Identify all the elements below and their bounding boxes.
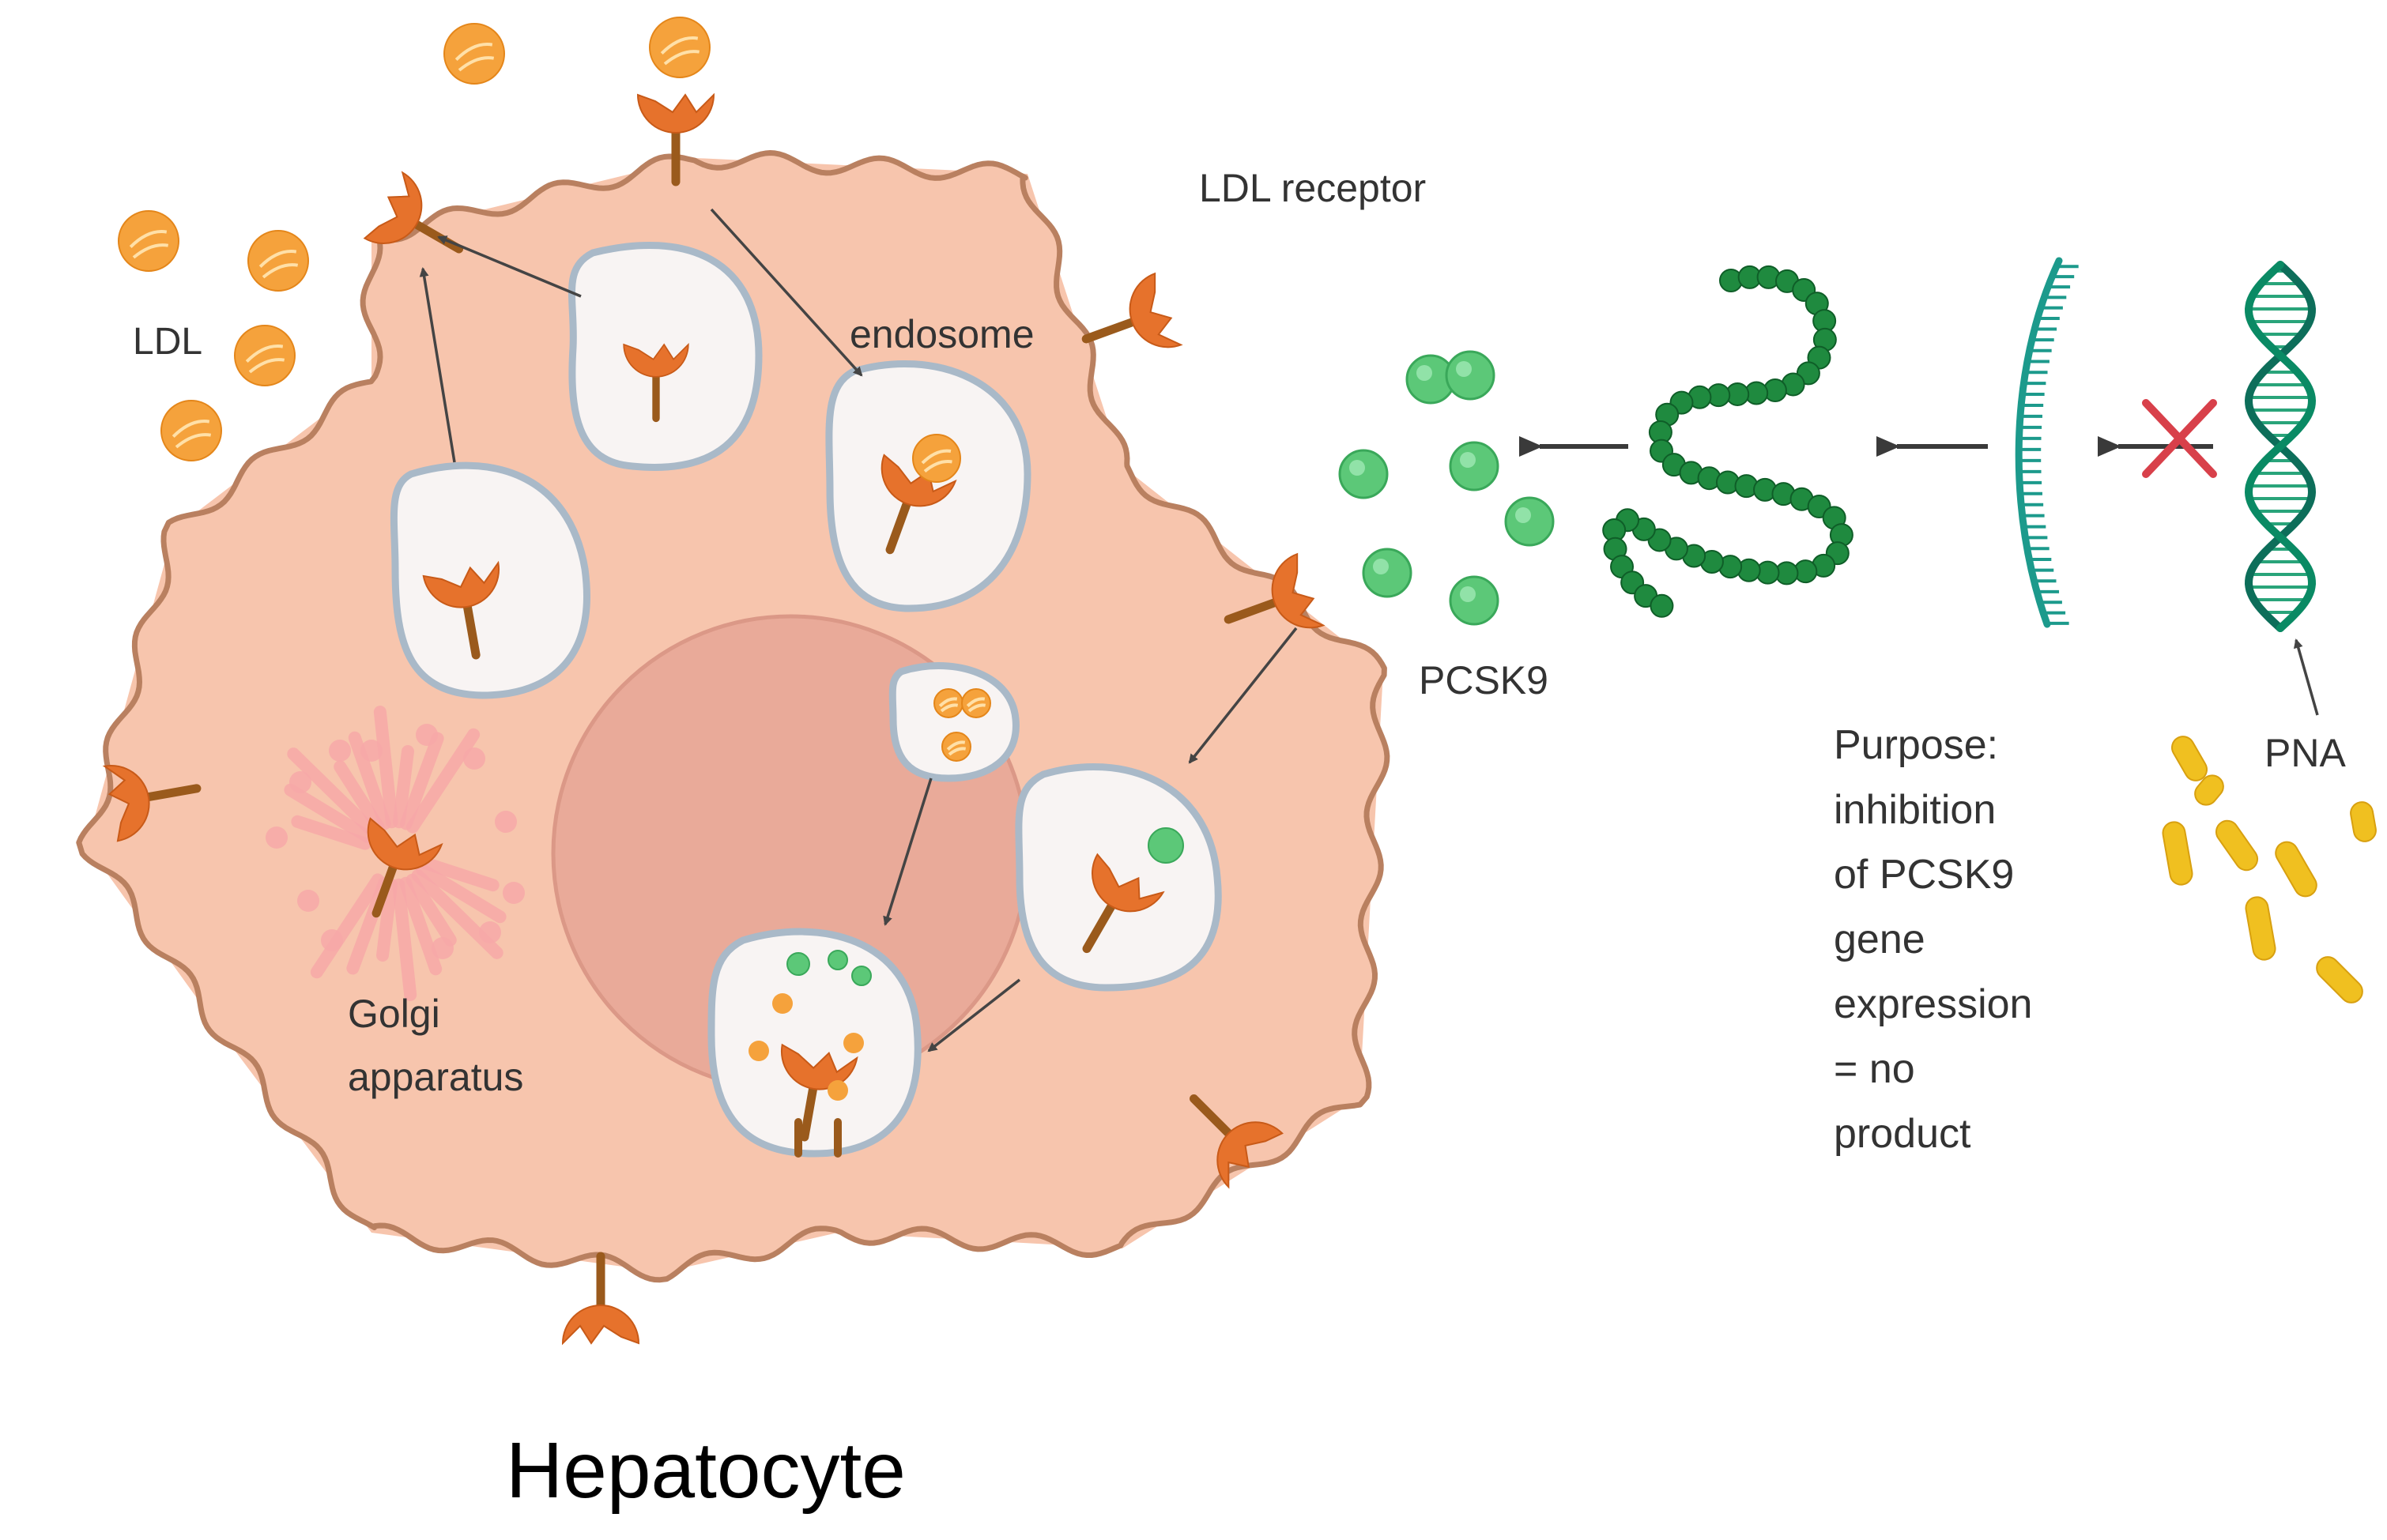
ldl-receptor-label: LDL receptor <box>1199 166 1426 210</box>
ldl-receptor-icon <box>1190 1094 1284 1189</box>
pcsk9-protein-icon <box>1445 350 1495 401</box>
pna-arrow <box>2293 638 2319 716</box>
ldl-receptor-icon <box>1081 272 1183 348</box>
ldl-receptors <box>102 92 1325 1346</box>
golgi-apparatus-icon <box>266 706 525 1001</box>
ldl-receptor-icon <box>636 92 715 186</box>
pcsk9-protein-icon <box>1449 575 1499 626</box>
ldl-fragment <box>749 1041 769 1061</box>
pathway-arrows <box>419 208 1298 1052</box>
ldl-receptor-icon <box>367 817 443 918</box>
pna-label: PNA <box>2264 731 2346 775</box>
ldl-fragment <box>828 1080 848 1101</box>
ldl-fragment <box>843 1033 864 1053</box>
endosome-label: endosome <box>850 312 1035 356</box>
ldl-particle-icon <box>933 688 963 718</box>
ldl-particles <box>118 17 991 1158</box>
diagram-title: Hepatocyte <box>506 1426 906 1515</box>
pcsk9-label: PCSK9 <box>1419 658 1548 702</box>
ldl-particle-icon <box>234 325 296 386</box>
ldl-receptor-icon <box>623 342 689 423</box>
ldl-receptor-icon <box>102 765 202 842</box>
ldl-particle-icon <box>443 23 505 85</box>
pcsk9-protein-icon <box>1148 827 1184 864</box>
endosome-icon <box>1015 762 1222 992</box>
ldl-particle-icon <box>247 230 309 292</box>
ldl-receptor-icon <box>363 171 464 254</box>
pcsk9-protein-icon <box>828 950 848 970</box>
ldl-fragment <box>772 993 793 1014</box>
ldl-particle-icon <box>912 434 961 483</box>
inhibition-x-icon <box>2142 399 2217 478</box>
protein-chain-icon <box>1602 265 1853 618</box>
pcsk9-protein-icon <box>1362 548 1412 598</box>
dna-helix-icon <box>2244 261 2317 632</box>
pcsk9-protein-icon <box>786 952 810 976</box>
ldl-particle-icon <box>118 210 179 272</box>
mrna-icon <box>2015 257 2079 628</box>
purpose-text: Purpose: inhibition of PCSK9 gene expres… <box>1834 722 2044 1157</box>
pcsk9-gene-pathway <box>786 257 2377 1003</box>
ldl-receptor-icon <box>561 1252 640 1346</box>
pcsk9-protein-icon <box>851 966 872 986</box>
ldl-receptor-icon <box>781 1043 858 1142</box>
ldl-receptor-icon <box>1082 853 1165 954</box>
ldl-receptor-icon <box>881 454 957 555</box>
pcsk9-protein-icon <box>1504 496 1555 547</box>
ldl-particle-icon <box>160 400 222 461</box>
ldl-receptor-icon <box>422 560 500 660</box>
ldl-particle-icon <box>941 732 971 762</box>
golgi-label: Golgi apparatus <box>348 992 523 1099</box>
pcsk9-protein-icon <box>1449 441 1499 491</box>
ldl-label: LDL <box>133 321 202 363</box>
ldl-particle-icon <box>961 688 991 718</box>
pcsk9-protein-icon <box>1338 449 1389 499</box>
endosome-icon <box>707 928 922 1158</box>
ldl-receptor-icon <box>1224 552 1325 629</box>
ldl-particle-icon <box>649 17 711 78</box>
